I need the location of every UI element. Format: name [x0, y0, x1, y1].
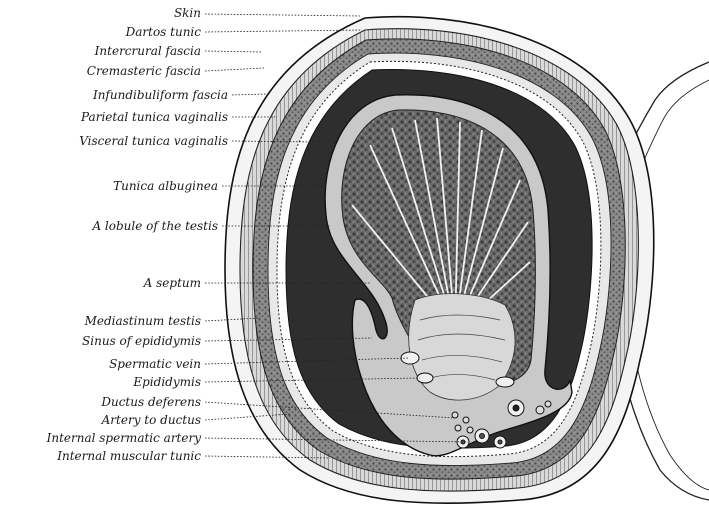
- label-skin: Skin: [174, 6, 201, 20]
- label-mediastinum-testis: Mediastinum testis: [84, 314, 201, 328]
- label-epididymis: Epididymis: [132, 375, 201, 389]
- label-internal-spermatic-artery: Internal spermatic artery: [46, 431, 202, 445]
- label-septum: A septum: [143, 276, 201, 290]
- label-visceral-tunica-vaginalis: Visceral tunica vaginalis: [79, 134, 228, 148]
- label-cremasteric-fascia: Cremasteric fascia: [87, 64, 201, 78]
- label-intercrural-fascia: Intercrural fascia: [94, 44, 201, 58]
- label-lobule-of-testis: A lobule of the testis: [91, 219, 218, 233]
- label-parietal-tunica-vaginalis: Parietal tunica vaginalis: [80, 110, 228, 124]
- label-tunica-albuginea: Tunica albuginea: [113, 179, 218, 193]
- label-ductus-deferens: Ductus deferens: [100, 395, 201, 409]
- label-spermatic-vein: Spermatic vein: [109, 357, 201, 371]
- label-dartos-tunic: Dartos tunic: [125, 25, 202, 39]
- label-artery-to-ductus: Artery to ductus: [101, 413, 201, 427]
- label-infundibuliform-fascia: Infundibuliform fascia: [92, 88, 228, 102]
- label-sinus-of-epididymis: Sinus of epididymis: [82, 334, 201, 348]
- label-internal-muscular-tunic: Internal muscular tunic: [56, 449, 201, 463]
